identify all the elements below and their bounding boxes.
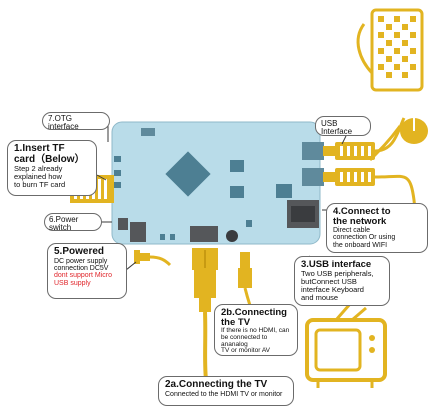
insert-tf-desc-2: explained how — [14, 171, 62, 181]
usb-plug-rib — [368, 172, 371, 182]
usb-plug-rib — [368, 146, 371, 156]
keyboard-key — [402, 72, 408, 78]
usb-plug-rib — [340, 172, 343, 182]
usb-plug-rib — [347, 172, 350, 182]
keyboard-key — [386, 56, 392, 62]
keyboard-icon — [356, 8, 424, 92]
keyboard-key — [394, 48, 400, 54]
tv-b-desc-2: be connected to ananalog — [221, 333, 268, 348]
usb-plug-rib — [347, 146, 350, 156]
keyboard-key — [410, 48, 416, 54]
dc-power-cable-icon — [134, 250, 172, 267]
usb-desc-3: interface Keyboard — [301, 284, 364, 294]
network-title: 4.Connect to — [333, 206, 391, 217]
tv-b-desc-3: TV or monitor AV — [221, 347, 271, 355]
usb-callout: 3.USB interface Two USB peripherals, but… — [294, 256, 390, 306]
usb-plug-rib — [361, 146, 364, 156]
network-desc-1: Direct cable — [333, 226, 370, 234]
power-switch-label: 6.Power switch — [49, 215, 79, 233]
powered-desc-2: connection DC5V — [54, 264, 109, 272]
keyboard-key — [394, 64, 400, 70]
keyboard-key — [386, 72, 392, 78]
usb-plug-rib — [361, 172, 364, 182]
insert-tf-title-2: card（Below） — [14, 153, 85, 165]
keyboard-key — [378, 16, 384, 22]
tv-b-callout: 2b.Connecting the TV If there is no HDMI… — [214, 304, 298, 356]
otg-label: 7.OTG interface — [48, 114, 79, 132]
powered-desc-1: DC power supply — [54, 257, 108, 265]
otg-callout: 7.OTG interface — [42, 112, 110, 132]
powered-title: 5.Powered — [54, 246, 105, 257]
keyboard-key — [378, 48, 384, 54]
keyboard-key — [394, 32, 400, 38]
insert-tf-title-1: 1.Insert TF — [14, 143, 65, 154]
board-icon — [111, 121, 324, 245]
network-desc-2: connection Or using — [333, 234, 396, 242]
usb-desc-1: Two USB peripherals, — [301, 268, 374, 278]
mouse-icon — [368, 118, 428, 162]
keyboard-key — [394, 16, 400, 22]
sd-card-stripe — [98, 179, 101, 199]
keyboard-key — [386, 24, 392, 30]
keyboard-key — [378, 64, 384, 70]
usb-interface-tag-label: USB Interface — [321, 119, 353, 137]
keyboard-key — [410, 32, 416, 38]
power-switch-callout: 6.Power switch — [44, 213, 102, 233]
powered-warning-2: USB supply — [54, 279, 91, 287]
tv-b-title-2: the TV — [221, 316, 251, 328]
powered-callout: 5.Powered DC power supply connection DC5… — [47, 243, 127, 299]
keyboard-key — [402, 56, 408, 62]
insert-tf-callout: 1.Insert TF card（Below） Step 2 already e… — [7, 140, 97, 196]
powered-warning-1: dont support Micro — [54, 272, 112, 280]
network-callout: 4.Connect to the network Direct cable co… — [326, 203, 428, 253]
insert-tf-desc-1: Step 2 already — [14, 164, 63, 173]
usb-desc-4: and mouse — [301, 292, 339, 302]
tv-a-desc: Connected to the HDMI TV or monitor — [165, 390, 283, 398]
keyboard-key — [386, 40, 392, 46]
usb-plug-rib — [354, 146, 357, 156]
keyboard-key — [378, 32, 384, 38]
network-desc-3: the onboard WIFI — [333, 241, 388, 249]
tv-a-callout: 2a.Connecting the TV Connected to the HD… — [158, 376, 294, 406]
sd-card-stripe — [104, 179, 107, 199]
keyboard-key — [410, 16, 416, 22]
tv-a-title: 2a.Connecting the TV — [165, 379, 268, 390]
usb-plug-icon — [323, 117, 416, 244]
tv-icon — [305, 303, 387, 388]
usb-title: 3.USB interface — [301, 259, 372, 270]
hdmi-cable-icon — [192, 248, 218, 381]
av-cable-icon — [238, 252, 254, 313]
tv-b-title-1: 2b.Connecting — [221, 307, 287, 318]
insert-tf-desc-3: to burn TF card — [14, 179, 66, 189]
usb-desc-2: butConnect USB — [301, 276, 357, 286]
usb-plug-rib — [354, 172, 357, 182]
usb-plug-rib — [340, 146, 343, 156]
network-title-2: the network — [333, 215, 387, 227]
usb-interface-tag: USB Interface — [315, 116, 371, 136]
keyboard-key — [402, 40, 408, 46]
keyboard-key — [410, 64, 416, 70]
keyboard-key — [402, 24, 408, 30]
tv-b-desc-1: If there is no HDMI, can — [221, 326, 290, 334]
